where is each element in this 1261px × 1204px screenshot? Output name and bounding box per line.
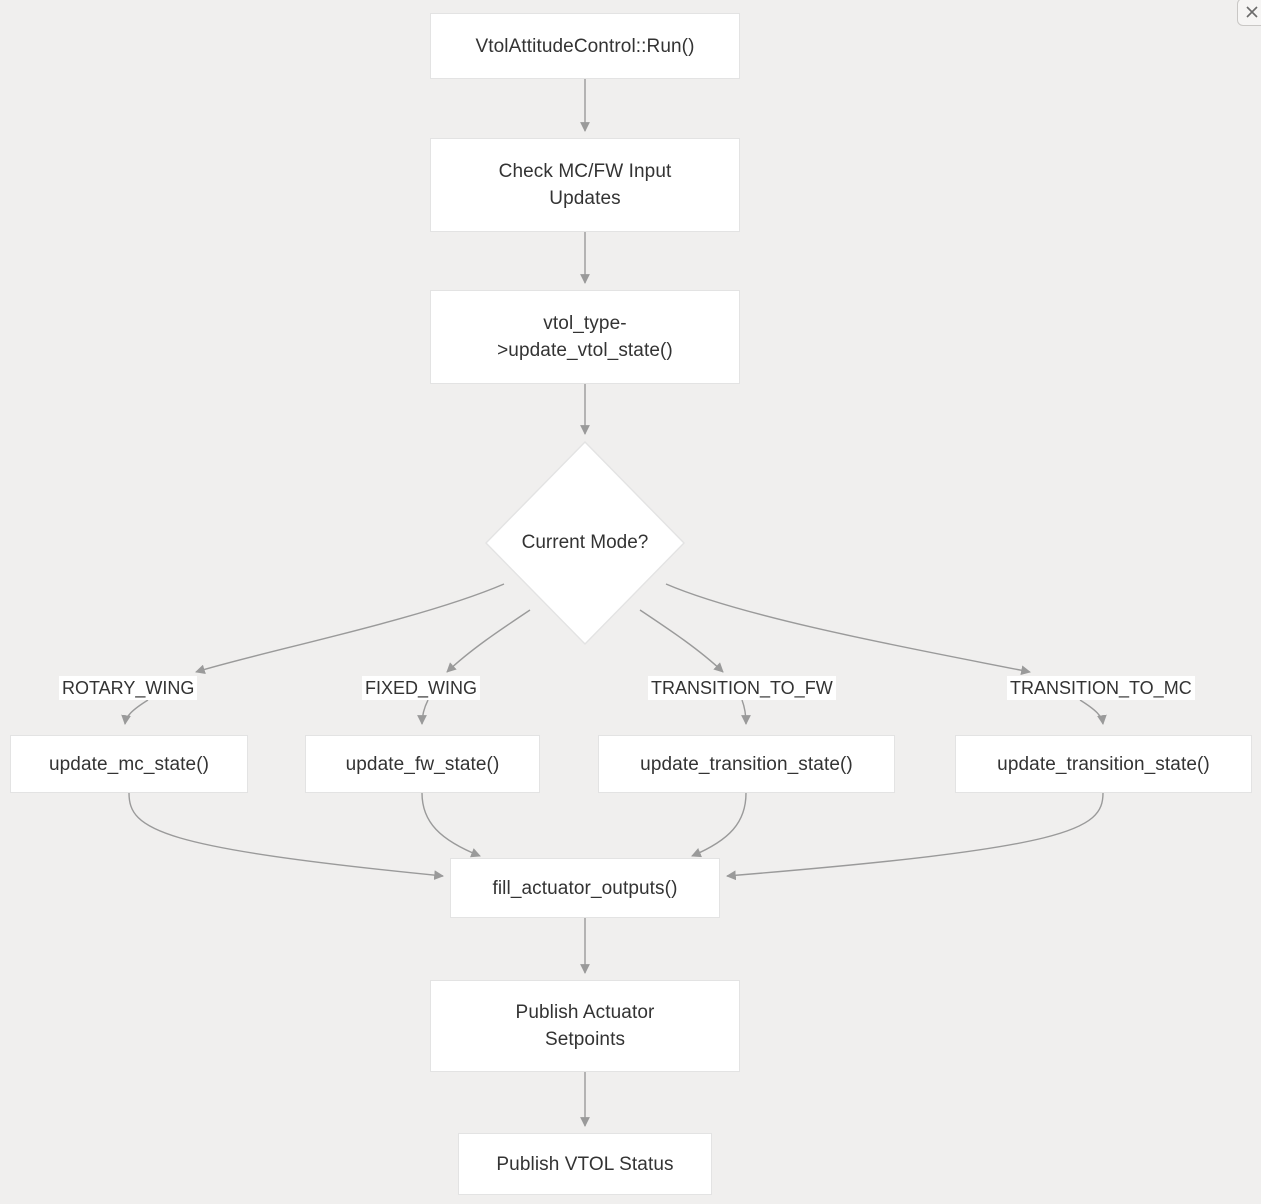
decision-current-mode[interactable]: Current Mode?: [485, 441, 685, 645]
edge-mc-to-fill: [128, 792, 444, 881]
node-publish-vtol-status[interactable]: Publish VTOL Status: [458, 1133, 712, 1195]
edge-transmc-label-to-node: [1079, 699, 1107, 725]
node-label: VtolAttitudeControl::Run(): [475, 35, 695, 57]
edge-mode-to-mc: [195, 583, 505, 675]
node-update-vtol-state[interactable]: vtol_type- >update_vtol_state(): [430, 290, 740, 384]
node-label: vtol_type- >update_vtol_state(): [497, 313, 673, 361]
node-fill-actuator-outputs[interactable]: fill_actuator_outputs(): [450, 858, 720, 918]
edge-fw-label-to-node: [417, 699, 429, 725]
edge-mc-label-to-node: [121, 699, 149, 725]
edge-mode-to-transmc: [665, 583, 1031, 676]
close-x-glyph: [1246, 6, 1258, 18]
edge-transmc-to-fill: [726, 792, 1104, 881]
edge-transfw-to-fill: [691, 792, 747, 858]
node-update-transition-state-fw[interactable]: update_transition_state(): [598, 735, 895, 793]
node-label: Check MC/FW Input Updates: [498, 161, 672, 209]
node-label: fill_actuator_outputs(): [492, 877, 678, 899]
node-label: Publish Actuator Setpoints: [515, 1002, 655, 1050]
node-update-fw-state[interactable]: update_fw_state(): [305, 735, 540, 793]
node-publish-actuator-setpoints[interactable]: Publish Actuator Setpoints: [430, 980, 740, 1072]
node-label: Publish VTOL Status: [496, 1153, 674, 1175]
edge-label-transition-to-fw: TRANSITION_TO_FW: [648, 676, 836, 700]
decision-label: Current Mode?: [521, 532, 649, 553]
node-label: update_transition_state(): [997, 753, 1210, 775]
node-label: update_fw_state(): [345, 753, 500, 775]
edge-transfw-label-to-node: [741, 699, 751, 725]
edge-label-transition-to-mc: TRANSITION_TO_MC: [1007, 676, 1195, 700]
edge-label-rotary-wing: ROTARY_WING: [59, 676, 198, 700]
edge-fw-to-fill: [421, 792, 481, 858]
node-label: update_transition_state(): [640, 753, 853, 775]
node-label: update_mc_state(): [48, 753, 210, 775]
diamond-shape-icon: [485, 441, 685, 645]
node-vtol-attitude-control-run[interactable]: VtolAttitudeControl::Run(): [430, 13, 740, 79]
node-check-mc-fw-input-updates[interactable]: Check MC/FW Input Updates: [430, 138, 740, 232]
close-icon[interactable]: [1237, 0, 1261, 26]
node-update-mc-state[interactable]: update_mc_state(): [10, 735, 248, 793]
node-update-transition-state-mc[interactable]: update_transition_state(): [955, 735, 1252, 793]
edge-label-fixed-wing: FIXED_WING: [362, 676, 481, 700]
